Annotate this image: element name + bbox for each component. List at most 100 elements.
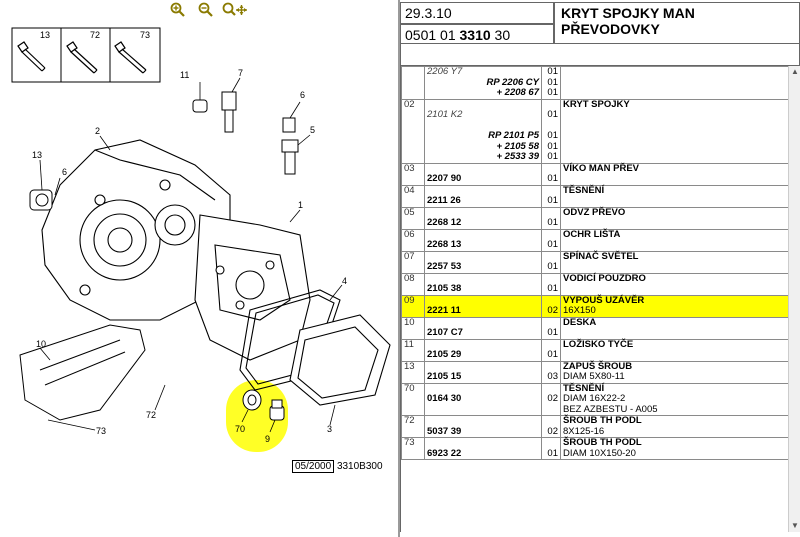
reference-number: 2105 29 xyxy=(427,349,462,360)
row-description: VÍKO MAN PŘEV xyxy=(560,162,789,186)
bolt-label-13: 13 xyxy=(40,30,50,40)
pane-divider[interactable] xyxy=(398,0,400,537)
reference-number: 0164 30 xyxy=(427,393,462,404)
row-reference: 6923 22 xyxy=(424,437,542,460)
gearbox-housing xyxy=(41,139,311,361)
row-reference: 2105 38 xyxy=(424,272,542,296)
header-code-bold: 3310 xyxy=(459,27,491,43)
row-quantity: 01 xyxy=(541,316,561,340)
reference-number: 2257 53 xyxy=(427,261,462,272)
part-name: VODICÍ POUZDRO xyxy=(563,272,646,284)
quantity-line: 01 xyxy=(547,130,558,141)
reference-number: 2105 38 xyxy=(427,283,462,294)
bolt-label-73: 73 xyxy=(140,30,150,40)
callout-9: 9 xyxy=(265,434,270,444)
diagram-pane: 13 72 73 xyxy=(0,0,398,537)
header-title: KRYT SPOJKY MAN PŘEVODOVKY xyxy=(554,2,800,44)
row-number: 73 xyxy=(401,437,425,460)
quantity-value: 02 xyxy=(547,393,558,404)
row-description: KRYT SPOJKY xyxy=(560,98,789,164)
quantity-value: 01 xyxy=(547,195,558,206)
quantity-value: 01 xyxy=(547,261,558,272)
part-name: TĚSNĚNÍ xyxy=(563,184,605,196)
reference-number: 2105 15 xyxy=(427,371,462,382)
scroll-down-icon[interactable]: ▼ xyxy=(791,521,799,530)
zoom-in-icon[interactable] xyxy=(170,2,186,18)
pan-icon[interactable] xyxy=(222,2,248,18)
row-quantity: 02 xyxy=(541,294,561,318)
stamp-date: 05/2000 xyxy=(292,460,335,473)
row-quantity: 01 xyxy=(541,437,561,460)
reference-number: 2211 26 xyxy=(427,195,461,206)
row-reference: 2211 26 xyxy=(424,184,542,208)
row-number: 72 xyxy=(401,415,425,438)
header-date: 29.3.10 xyxy=(400,2,554,24)
table-row[interactable]: 02 2101 K2 RP 2101 P5+ 2105 58+ 2533 39 … xyxy=(401,98,789,164)
callout-labels: 11 7 6 5 2 13 6 1 4 10 72 73 70 9 3 xyxy=(32,68,347,444)
row-quantity: 01 xyxy=(541,338,561,362)
quantity-line: 01 xyxy=(547,109,558,120)
row-description: VODICÍ POUZDRO xyxy=(560,272,789,296)
part-name: VYPOUŠ UZÁVĚR xyxy=(563,294,645,306)
quantity-line: 01 xyxy=(547,66,558,77)
small-parts xyxy=(29,91,299,421)
protective-plate xyxy=(19,324,146,421)
scroll-up-icon[interactable]: ▲ xyxy=(791,67,799,76)
callout-73: 73 xyxy=(96,426,106,436)
row-description: SPÍNAČ SVĚTEL xyxy=(560,250,789,274)
callout-10: 10 xyxy=(36,339,46,349)
reference-line: RP 2101 P5 xyxy=(488,130,539,141)
part-name: ZAPUŠ ŠROUB xyxy=(563,360,633,372)
quantity-value: 01 xyxy=(547,217,558,228)
reference-number: 2207 90 xyxy=(427,173,462,184)
zoom-toolbar xyxy=(0,0,398,22)
part-name: DESKA xyxy=(563,316,597,328)
quantity-value: 01 xyxy=(547,447,558,459)
row-quantity: 02 xyxy=(541,382,561,416)
diagram-stamp: 05/2000 3310B300 xyxy=(292,460,383,473)
part-name: LOŽISKO TYČE xyxy=(563,338,634,350)
exploded-parts-diagram: 13 72 73 xyxy=(11,27,391,444)
quantity-value: 01 xyxy=(547,327,558,338)
row-quantity: 01 xyxy=(541,228,561,252)
part-name: SPÍNAČ SVĚTEL xyxy=(563,250,639,262)
callout-1: 1 xyxy=(298,200,303,210)
scrollbar[interactable]: ▲ ▼ xyxy=(788,66,800,532)
row-reference: 2268 13 xyxy=(424,228,542,252)
part-name: OCHR LIŠTA xyxy=(563,228,621,240)
row-number: 70 xyxy=(401,382,425,416)
part-spec: DIAM 16X22-2 xyxy=(563,393,626,404)
header-code-suffix: 30 xyxy=(490,27,511,43)
zoom-out-icon[interactable] xyxy=(198,2,214,18)
quantity-line: 01 xyxy=(547,76,558,88)
part-name: ŠROUB TH PODL xyxy=(563,415,642,426)
part-spec: 16X150 xyxy=(563,305,596,316)
reference-line: 2101 K2 xyxy=(427,109,463,120)
row-number: 09 xyxy=(401,294,425,318)
row-number: 05 xyxy=(401,206,425,230)
reference-number: 5037 39 xyxy=(427,425,462,437)
stamp-code: 3310B300 xyxy=(336,461,383,472)
callout-6: 6 xyxy=(300,90,305,100)
row-description: LOŽISKO TYČE xyxy=(560,338,789,362)
reference-number: 2107 C7 xyxy=(427,327,463,338)
